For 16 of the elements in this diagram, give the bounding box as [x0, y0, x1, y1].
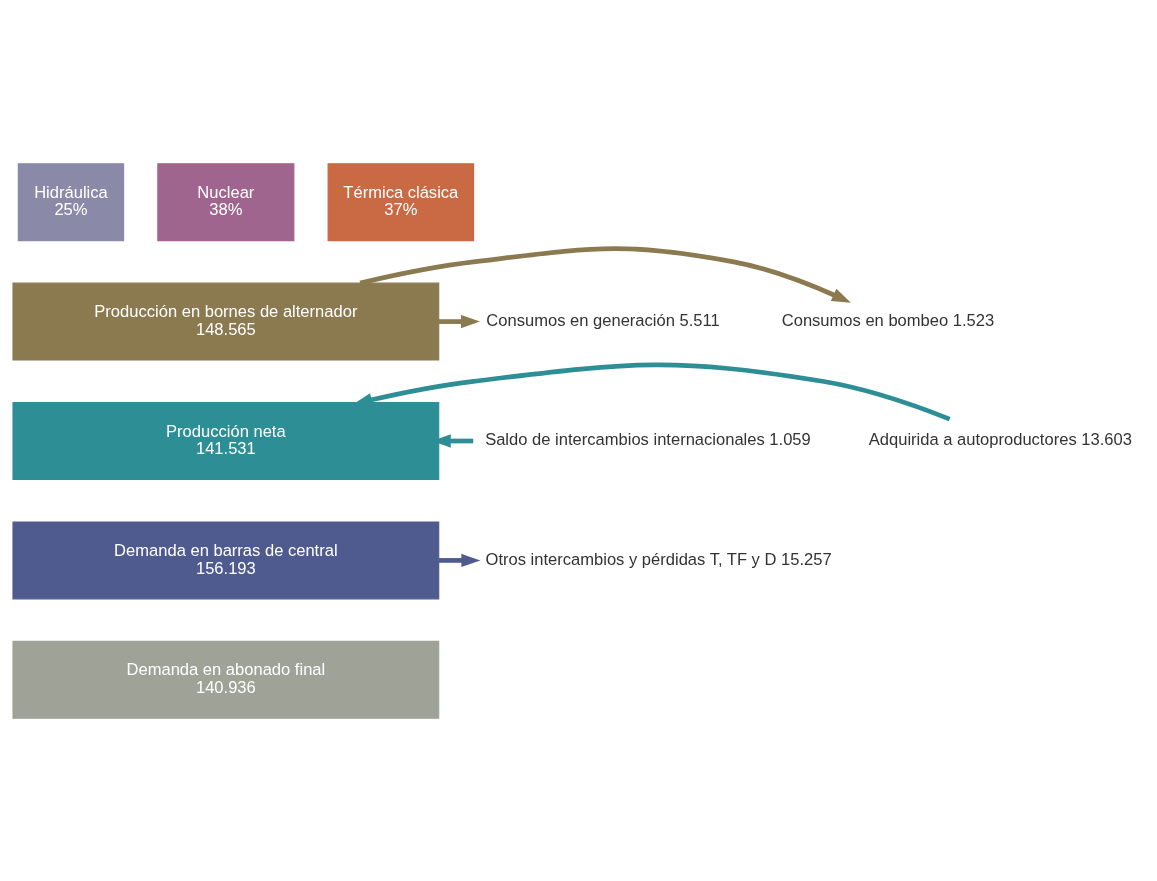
- node-text: Adquirida a autoproductores 13.603: [868, 429, 1132, 449]
- arrow: [353, 362, 951, 421]
- arrow: [438, 314, 480, 328]
- node-text: Otros intercambios y pérdidas T, TF y D 15.257: [485, 549, 832, 569]
- node-box: Demanda en abonado final 140.936: [12, 640, 440, 719]
- node-box: Producción neta 141.531: [12, 401, 440, 480]
- arrow: [438, 553, 481, 567]
- node-box: Demanda en barras de central 156.193: [12, 520, 440, 599]
- node-box: Producción en bornes de alternador 148.565: [12, 282, 440, 361]
- node-text: Consumos en bombeo 1.523: [781, 310, 995, 330]
- node-box: Nuclear 38%: [157, 162, 295, 241]
- node-text: Consumos en generación 5.511: [486, 310, 720, 330]
- node-text: Saldo de intercambios internacionales 1.059: [485, 429, 811, 449]
- arrow: [359, 245, 851, 303]
- node-box: Térmica clásica 37%: [327, 162, 475, 241]
- node-box: Hidráulica 25%: [17, 162, 125, 241]
